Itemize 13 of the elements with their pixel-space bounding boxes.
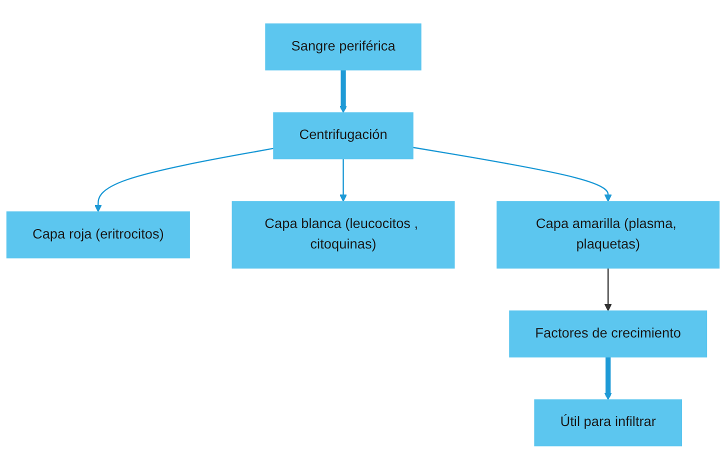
arrow (604, 268, 612, 312)
node-box: Sangre periférica (265, 24, 422, 71)
arrow (604, 357, 612, 400)
node-box: Útil para infiltrar (534, 399, 682, 446)
node-box: Factores de crecimiento (509, 310, 708, 358)
node-box: Capa amarilla (plasma, plaquetas) (496, 201, 720, 269)
node-box: Centrifugación (273, 112, 414, 160)
arrow (340, 158, 348, 202)
arrow (412, 146, 612, 202)
arrow (94, 148, 274, 212)
arrow (340, 70, 348, 114)
node-box: Capa roja (eritrocitos) (6, 212, 190, 258)
node-box: Capa blanca (leucocitos , citoquinas) (232, 201, 455, 269)
